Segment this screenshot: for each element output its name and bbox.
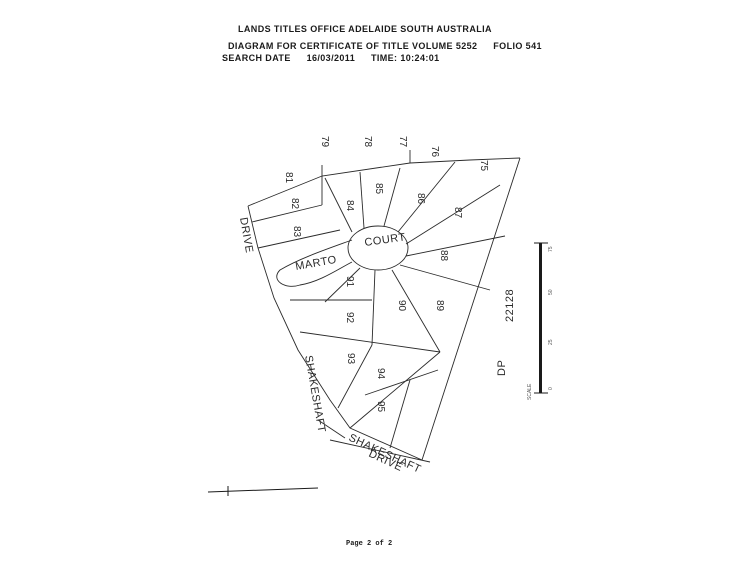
office-title: LANDS TITLES OFFICE ADELAIDE SOUTH AUSTR… xyxy=(238,24,492,34)
scale-tick-25: 25 xyxy=(548,339,554,345)
north-arrow xyxy=(207,486,319,496)
lot-78: 78 xyxy=(362,136,373,148)
diagram-label: DIAGRAM FOR CERTIFICATE OF TITLE VOLUME xyxy=(228,41,453,51)
lot-87: 87 xyxy=(452,207,463,219)
lot-84: 84 xyxy=(344,200,355,212)
lot-90: 90 xyxy=(396,300,407,312)
lot-95: 95 xyxy=(375,401,386,413)
street-label-shakeshaft-west: SHAKESHAFT xyxy=(302,354,327,433)
scale-label: SCALE xyxy=(527,383,533,400)
street-label-marto: MARTO xyxy=(294,254,337,273)
folio-number: 541 xyxy=(525,41,542,51)
lot-93: 93 xyxy=(345,353,356,365)
time-label: TIME: xyxy=(370,53,398,63)
search-time: 10:24:01 xyxy=(400,53,440,63)
boundary-lines xyxy=(247,150,521,463)
diagram-title: DIAGRAM FOR CERTIFICATE OF TITLE VOLUME … xyxy=(228,41,542,51)
lot-76: 76 xyxy=(429,146,440,158)
dp-number: 22128 xyxy=(504,289,516,322)
street-label-court: COURT xyxy=(364,231,407,249)
lot-86: 86 xyxy=(415,193,426,205)
search-line: SEARCH DATE 16/03/2011 TIME: 10:24:01 xyxy=(222,53,440,63)
lot-82: 82 xyxy=(289,198,300,210)
page-indicator: Page 2 of 2 xyxy=(346,540,393,548)
folio-label: FOLIO xyxy=(493,41,523,51)
lot-77: 77 xyxy=(397,136,408,148)
dp-label: DP xyxy=(496,360,508,376)
scale-tick-75: 75 xyxy=(548,246,554,252)
scale-tick-0: 0 xyxy=(548,387,554,390)
lot-75: 75 xyxy=(478,160,489,172)
lot-81: 81 xyxy=(283,172,294,184)
scale-bar: SCALE 0 25 50 75 xyxy=(527,242,554,400)
scale-tick-50: 50 xyxy=(548,289,554,295)
lot-88: 88 xyxy=(438,250,449,262)
volume-number: 5252 xyxy=(455,41,478,51)
lot-92: 92 xyxy=(344,312,355,324)
search-date: 16/03/2011 xyxy=(306,53,356,63)
lot-91: 91 xyxy=(344,276,355,288)
lot-83: 83 xyxy=(291,226,302,238)
lot-85: 85 xyxy=(373,183,384,195)
lot-79: 79 xyxy=(319,136,330,148)
lot-89: 89 xyxy=(434,300,445,312)
lot-94: 94 xyxy=(375,368,386,380)
search-date-label: SEARCH DATE xyxy=(222,53,291,63)
